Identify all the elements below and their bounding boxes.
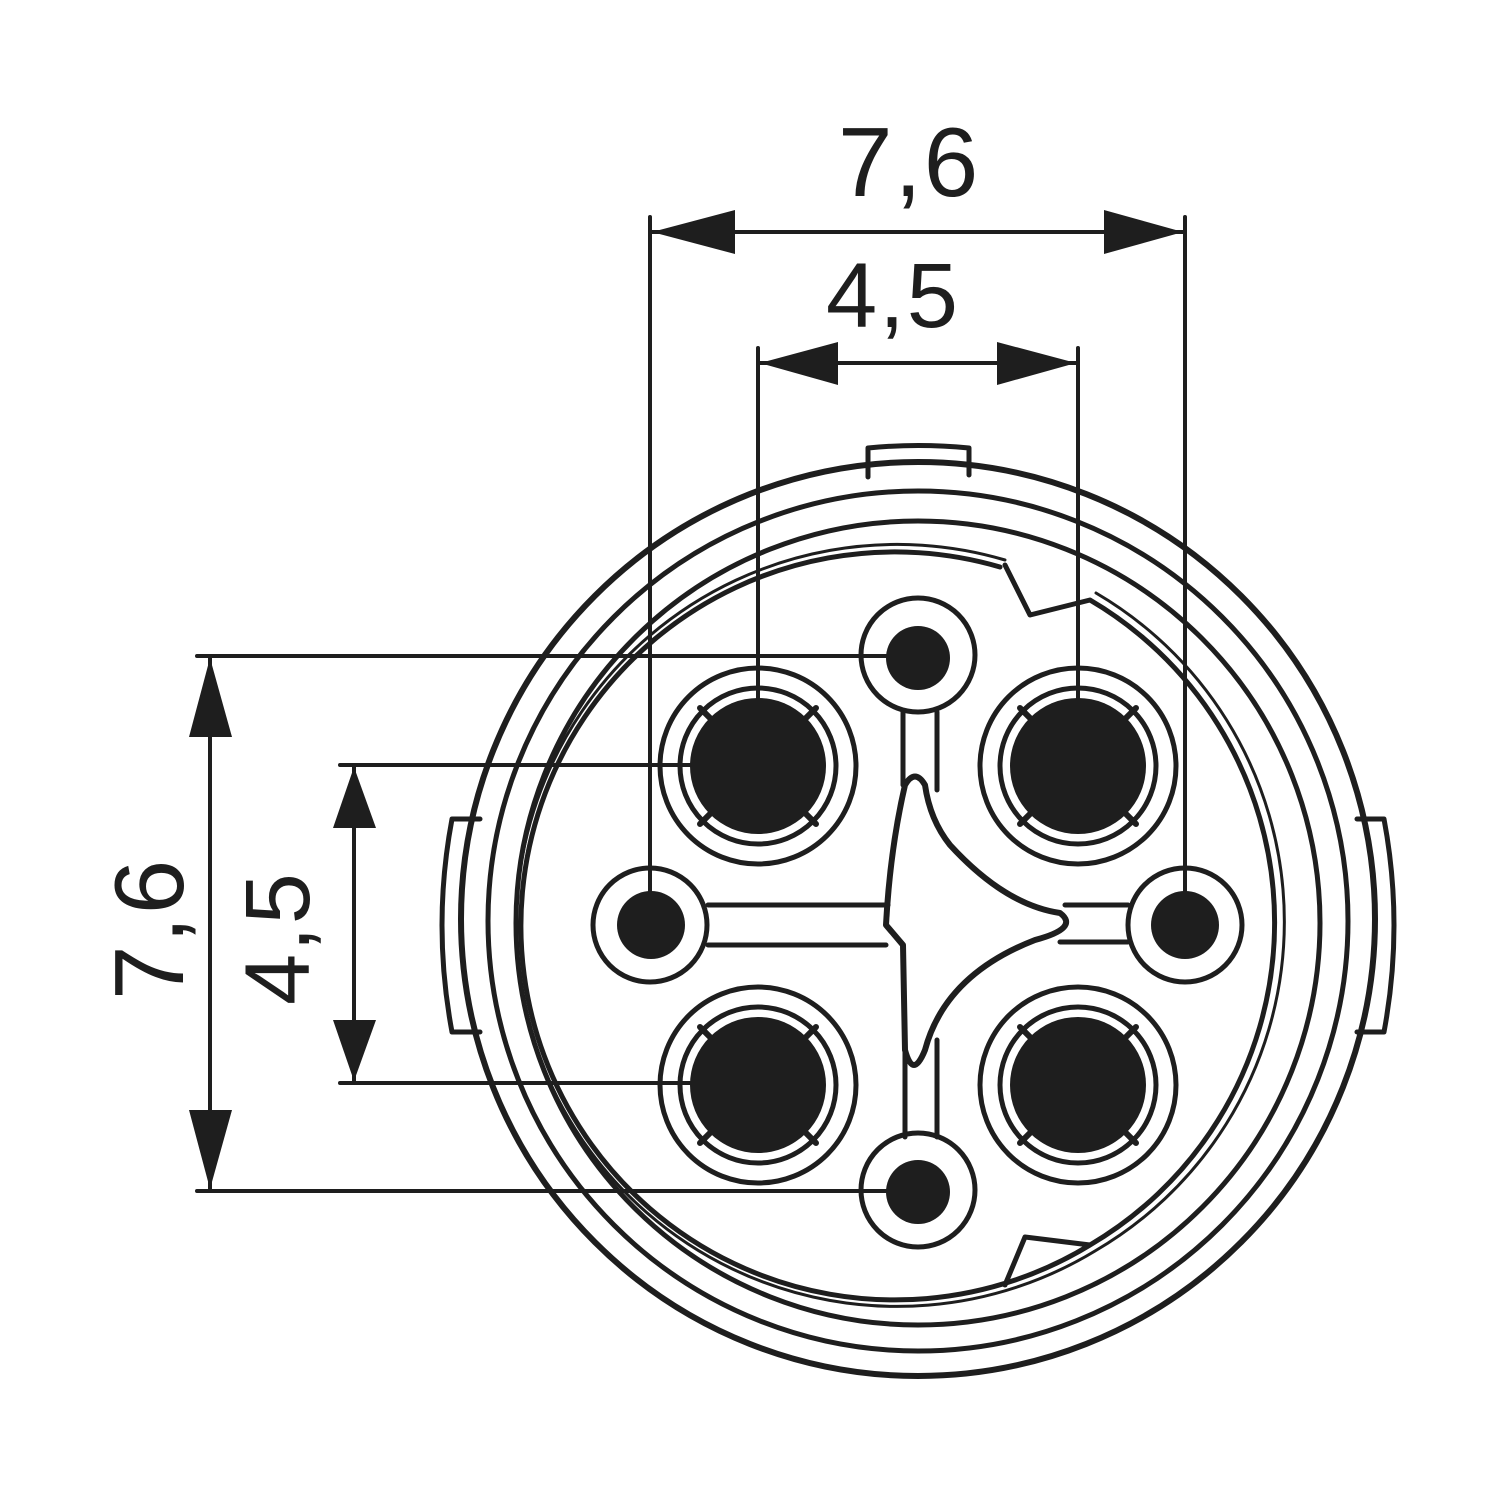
arrowhead-h-inner-right	[997, 342, 1076, 385]
arrowhead-h-outer-right	[1104, 210, 1183, 254]
arrowhead-v-inner-bottom	[333, 1020, 376, 1081]
contact-bottom	[886, 1160, 950, 1224]
contact-top	[886, 626, 950, 690]
dim-label-vertical-outer: 7,6	[94, 857, 204, 1000]
left-side-tab	[439, 816, 483, 1035]
contact-upper-right	[1010, 698, 1146, 834]
channel-right	[1057, 902, 1131, 945]
contact-left	[617, 891, 685, 959]
dim-label-vertical-inner: 4,5	[227, 871, 329, 1005]
arrowhead-h-inner-left	[760, 342, 838, 385]
contact-upper-left	[690, 698, 826, 834]
top-key-tab	[865, 443, 972, 480]
dim-label-horizontal-outer: 7,6	[838, 107, 981, 217]
arrowhead-v-inner-top	[333, 767, 376, 828]
inner-face-ring-b	[514, 542, 1286, 1308]
arrowhead-v-outer-top	[189, 658, 232, 737]
arrowhead-h-outer-left	[652, 210, 735, 254]
right-side-tab	[1354, 816, 1397, 1035]
contact-lower-left	[690, 1017, 826, 1153]
outer-ring-1	[458, 459, 1378, 1379]
channel-left	[705, 902, 891, 948]
contact-right	[1151, 891, 1219, 959]
channel-bottom	[902, 1037, 940, 1140]
contact-lower-right	[1010, 1017, 1146, 1153]
arrowhead-v-outer-bottom	[189, 1110, 232, 1189]
outer-ring-2	[485, 488, 1351, 1354]
inner-face-ring	[518, 549, 1278, 1303]
channel-top	[900, 709, 940, 793]
dim-label-horizontal-inner: 4,5	[826, 245, 960, 347]
